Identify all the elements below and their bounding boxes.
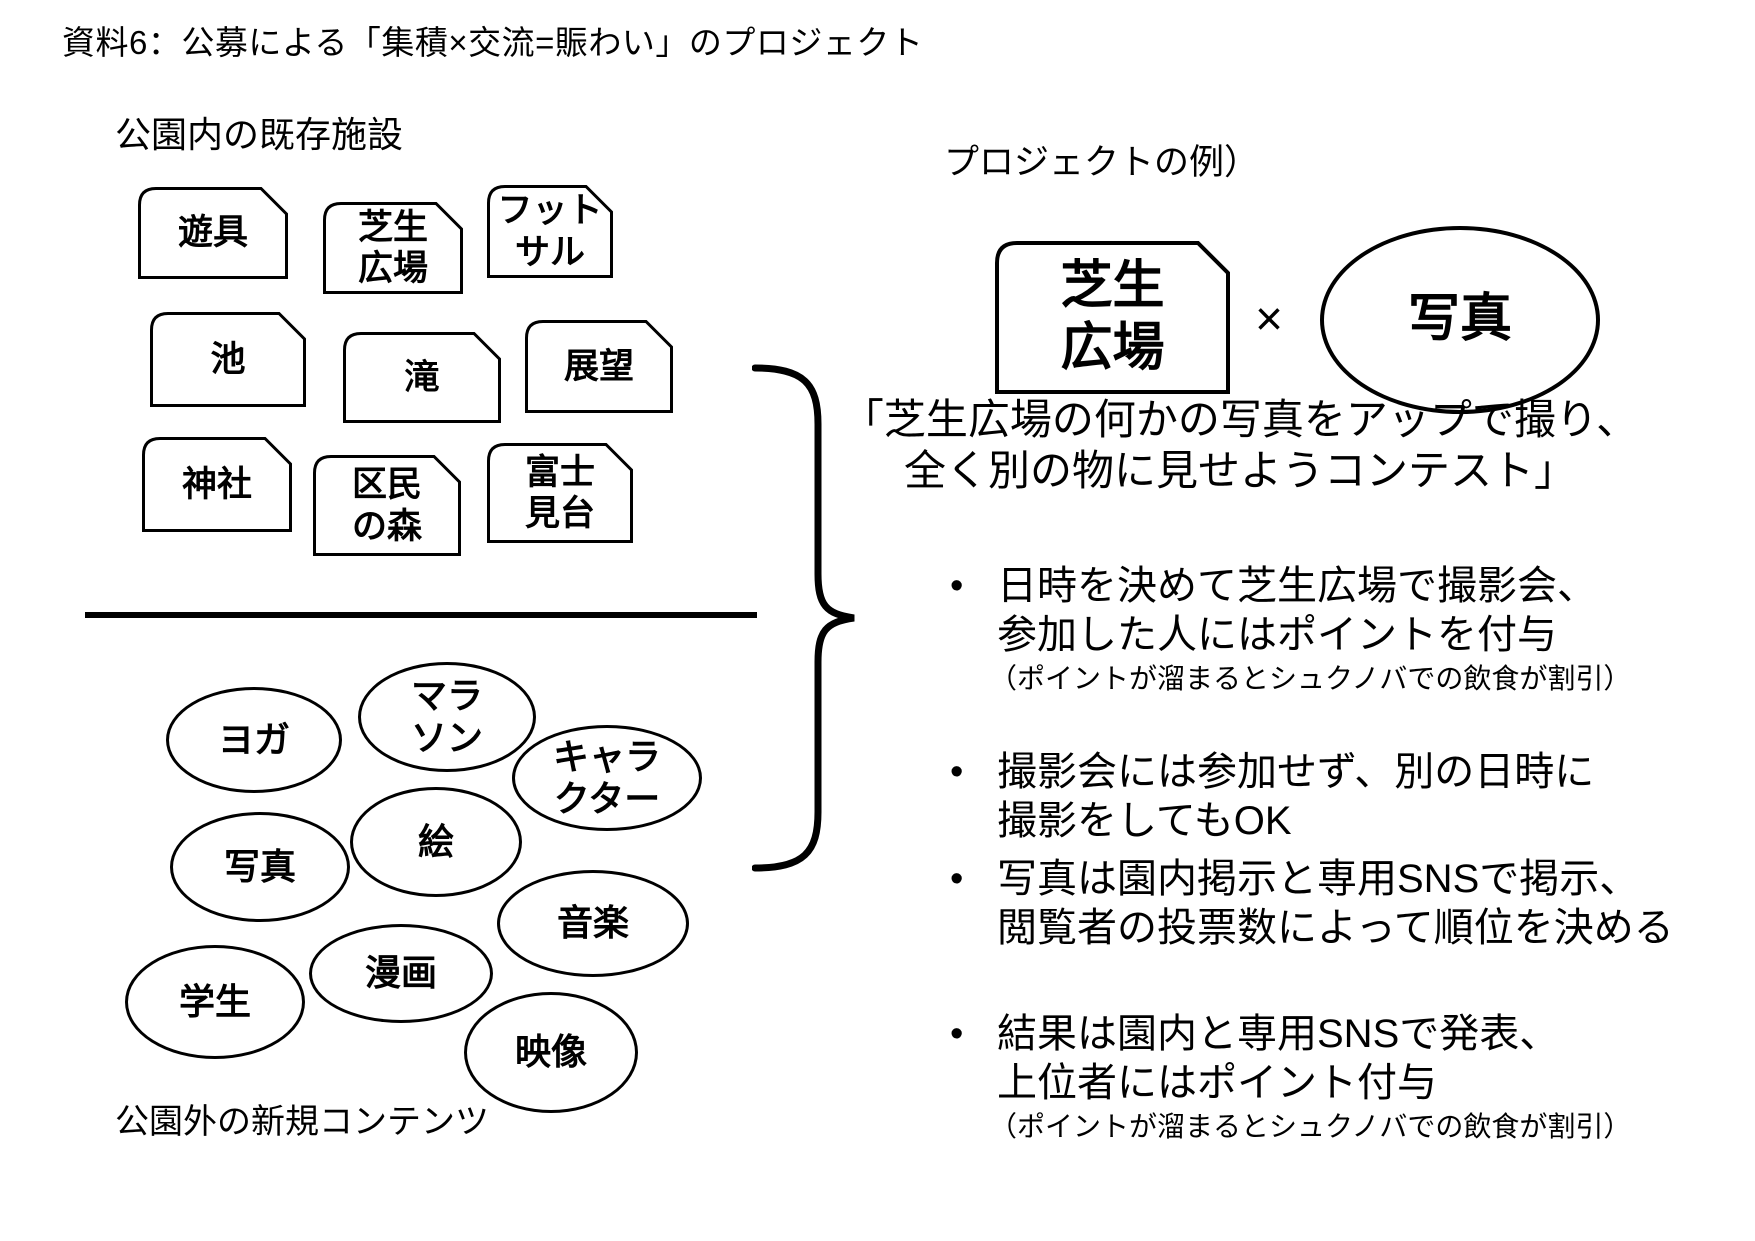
bullet-line: 日時を決めて芝生広場で撮影会、 [997, 564, 1597, 608]
bullet-line: 結果は園内と専用SNSで発表、 [997, 1012, 1560, 1056]
content-drawing: 絵 [350, 787, 522, 897]
facility-playground: 遊具 [138, 187, 288, 279]
page-title: 資料6：公募による「集積×交流=賑わい」のプロジェクト [62, 24, 924, 61]
facility-citizens-forest-label: 区民 の森 [351, 465, 422, 546]
facility-fuji-viewing-platform: 富士 見台 [487, 443, 633, 543]
content-music: 音楽 [497, 870, 689, 977]
facility-futsal-label: フット サル [497, 191, 603, 272]
snip-corner-box-shape [142, 437, 292, 532]
facility-viewpoint-label: 展望 [563, 346, 634, 386]
bullet-line: 参加した人にはポイントを付与 [997, 613, 1557, 657]
snip-corner-box-shape [525, 320, 673, 413]
facility-shrine: 神社 [142, 437, 292, 532]
example-heading: プロジェクトの例） [944, 143, 1260, 182]
bullet-note: （ポイントが溜まるとシュクノバでの飲食が割引） [989, 663, 1632, 694]
bullet-line: 写真は園内掲示と専用SNSで掲示、 [997, 857, 1640, 901]
snip-corner-box-shape [323, 202, 463, 294]
curly-brace-icon [752, 364, 855, 872]
bullet-text-4: 結果は園内と専用SNSで発表、 上位者にはポイント付与 （ポイントが溜まるとシュ… [989, 1010, 1631, 1144]
facility-lawn-plaza: 芝生 広場 [323, 202, 463, 294]
example-photo-ellipse: 写真 [1320, 226, 1600, 414]
snip-corner-box-shape [138, 187, 288, 279]
bullet-line: 上位者にはポイント付与 [997, 1061, 1437, 1105]
bullet-text-1: 日時を決めて芝生広場で撮影会、 参加した人にはポイントを付与 （ポイントが溜まる… [989, 562, 1631, 696]
content-character: キャラ クター [512, 725, 702, 831]
facility-pond: 池 [150, 312, 306, 407]
snip-corner-box-shape [995, 241, 1230, 394]
facilities-heading: 公園内の既存施設 [115, 114, 404, 155]
bullet-item-2: • 撮影会には参加せず、別の日時に 撮影をしてもOK [950, 748, 1610, 846]
contest-quote: 「芝生広場の何かの写真をアップで撮り、 全く別の物に見せようコンテスト」 [820, 394, 1660, 496]
facility-shrine-label: 神社 [181, 464, 252, 504]
bullet-dot: • [950, 751, 964, 793]
content-photo-label: 写真 [223, 845, 296, 887]
facility-viewpoint: 展望 [525, 320, 673, 413]
content-photo: 写真 [170, 812, 350, 922]
snip-corner-box-shape [343, 332, 501, 423]
contest-quote-line1: 「芝生広場の何かの写真をアップで撮り、 [841, 396, 1639, 443]
contents-heading: 公園外の新規コンテンツ [115, 1103, 489, 1141]
bullet-text-2: 撮影会には参加せず、別の日時に 撮影をしてもOK [997, 748, 1610, 846]
content-marathon: マラ ソン [358, 662, 536, 772]
content-manga: 漫画 [309, 924, 493, 1023]
content-students: 学生 [125, 945, 305, 1059]
bullet-item-4: • 結果は園内と専用SNSで発表、 上位者にはポイント付与 （ポイントが溜まると… [950, 1010, 1631, 1144]
facility-playground-label: 遊具 [177, 213, 248, 253]
bullet-line: 撮影会には参加せず、別の日時に [997, 750, 1595, 794]
multiply-operator: × [1254, 293, 1284, 346]
content-manga-label: 漫画 [364, 952, 437, 994]
bullet-line: 撮影をしてもOK [997, 799, 1292, 843]
example-lawn-plaza-box: 芝生 広場 [995, 241, 1230, 394]
bullet-item-1: • 日時を決めて芝生広場で撮影会、 参加した人にはポイントを付与 （ポイントが溜… [950, 562, 1631, 696]
content-video-label: 映像 [514, 1031, 587, 1073]
divider-line [85, 612, 757, 618]
content-yoga-label: ヨガ [217, 718, 290, 760]
content-music-label: 音楽 [556, 902, 629, 944]
example-photo-label: 写真 [1407, 290, 1512, 349]
content-yoga: ヨガ [166, 687, 342, 793]
facility-citizens-forest: 区民 の森 [313, 455, 461, 556]
content-video: 映像 [464, 992, 638, 1113]
content-students-label: 学生 [178, 980, 251, 1022]
content-drawing-label: 絵 [417, 820, 454, 862]
facility-futsal: フット サル [487, 185, 613, 278]
bullet-dot: • [950, 858, 964, 900]
snip-corner-box-shape [487, 443, 633, 543]
content-character-label: キャラ クター [552, 735, 661, 819]
contest-quote-line2: 全く別の物に見せようコンテスト」 [903, 447, 1576, 494]
snip-corner-box-shape [150, 312, 306, 407]
content-marathon-label: マラ ソン [410, 674, 483, 758]
facility-waterfall-label: 滝 [404, 357, 440, 397]
facility-fuji-viewing-platform-label: 富士 見台 [524, 452, 595, 533]
bullet-note: （ポイントが溜まるとシュクノバでの飲食が割引） [989, 1111, 1632, 1142]
example-lawn-plaza-label: 芝生 広場 [1060, 257, 1165, 377]
facility-pond-label: 池 [210, 339, 246, 379]
bullet-dot: • [950, 1013, 964, 1055]
facility-lawn-plaza-label: 芝生 広場 [357, 207, 428, 288]
snip-corner-box-shape [313, 455, 461, 556]
facility-waterfall: 滝 [343, 332, 501, 423]
bullet-dot: • [950, 565, 964, 607]
snip-corner-box-shape [487, 185, 613, 278]
bullet-text-3: 写真は園内掲示と専用SNSで掲示、 閲覧者の投票数によって順位を決める [997, 855, 1674, 953]
bullet-line: 閲覧者の投票数によって順位を決める [997, 906, 1674, 950]
bullet-item-3: • 写真は園内掲示と専用SNSで掲示、 閲覧者の投票数によって順位を決める [950, 855, 1674, 953]
